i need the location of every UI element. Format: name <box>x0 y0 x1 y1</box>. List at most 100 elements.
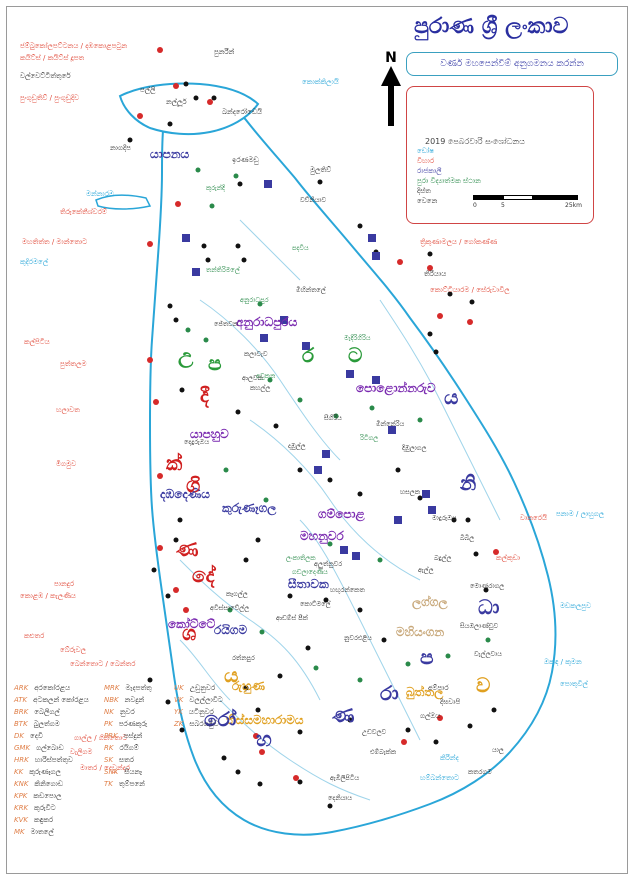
district-name: බෙලිගල් <box>34 708 60 716</box>
place-label: දෙදුරුඔය <box>184 438 209 446</box>
port-marker <box>157 47 163 53</box>
coastal-label: නාගදීප <box>110 144 131 152</box>
district-name: යටිනුවර <box>188 708 214 716</box>
jaffna-peninsula <box>118 82 260 136</box>
port-marker <box>147 357 153 363</box>
kingdom-letter: උ <box>178 343 194 369</box>
archaeological-marker <box>297 397 303 403</box>
capital-marker <box>192 268 200 276</box>
region-label: කුරුණෑගල <box>221 501 277 517</box>
capital-marker <box>394 516 402 524</box>
river <box>249 419 421 581</box>
district-code: ATK <box>14 696 28 704</box>
port-marker <box>183 607 189 613</box>
island-outline <box>149 86 557 836</box>
north-arrow: N <box>376 50 406 126</box>
archaeological-marker <box>485 637 491 643</box>
site-marker <box>427 331 433 337</box>
region-label: බුත්තල <box>406 685 444 701</box>
legend-box: ඩෝෂ විහාර රාජකාලී පුරා විද්‍යාත්මක ස්ථාන… <box>406 86 594 224</box>
river <box>239 219 301 281</box>
kingdom-letter: ය <box>444 385 458 409</box>
kingdom-letter: ශ <box>182 621 196 645</box>
coastal-label: ජම්බුකෝලපට්ටනය / දඹකොළපටුන <box>20 42 127 51</box>
region-label: රයිගම <box>214 623 247 637</box>
district-name: නවදුන් <box>124 696 145 704</box>
river <box>179 639 231 701</box>
site-marker <box>305 645 311 651</box>
river <box>199 299 341 461</box>
site-marker <box>473 551 479 557</box>
site-marker <box>193 95 199 101</box>
place-label: රත්නපුර <box>232 654 255 663</box>
region-label: මහනුවර <box>300 529 344 544</box>
coastal-label: වල්වෙට්ටිත්තුරේ <box>20 72 71 80</box>
kingdom-letter: රා <box>380 681 399 705</box>
kingdom-letter: දේ <box>192 563 217 588</box>
coastal-label: මාතර / දෙවුන්දර <box>80 764 131 773</box>
place-label: සියඹලාණ්ඩුව <box>460 622 499 631</box>
coastal-label: පුනරීන් <box>214 47 235 57</box>
port-marker <box>157 545 163 551</box>
site-marker <box>277 673 283 679</box>
district-name: බුලත්ගම <box>33 720 60 728</box>
site-marker <box>427 251 433 257</box>
place-label: මාදුරුඔය <box>432 514 457 522</box>
district-code: KPK <box>14 792 28 800</box>
coastal-label: තිරියාය <box>424 269 446 278</box>
river <box>219 699 371 801</box>
coastal-label: කුදිරමලේ <box>20 258 49 266</box>
capital-marker <box>372 252 380 260</box>
site-marker <box>177 517 183 523</box>
coastal-label: කොට්ටියාරම / සේරුවාවිල <box>430 286 510 294</box>
kingdom-letter: ණ <box>176 537 199 561</box>
place-label: දෙනියාය <box>328 794 352 802</box>
district-name: සතර <box>119 756 134 764</box>
kingdom-letter: ක් <box>166 451 183 475</box>
river <box>379 299 501 521</box>
kingdom-letter: ගි <box>186 473 200 497</box>
port-marker <box>137 113 143 119</box>
site-marker <box>483 587 489 593</box>
site-marker <box>469 299 475 305</box>
site-marker <box>297 779 303 785</box>
district-code: NK <box>104 708 114 716</box>
district-code: DK <box>14 732 24 740</box>
map-subtitle: වර්ණ මහපෙන්වීම් අනුගමනය කරන්න <box>406 52 618 76</box>
site-marker <box>165 699 171 705</box>
site-marker <box>273 423 279 429</box>
port-marker <box>293 775 299 781</box>
coastal-label: පානදුර <box>54 580 75 588</box>
place-label: යාල <box>492 746 504 754</box>
site-marker <box>357 607 363 613</box>
legend-row: දිස්ත <box>417 187 431 195</box>
legend-title: 2019 පෙබරවාරි සංශෝධනය <box>425 137 525 146</box>
north-label: N <box>385 50 397 66</box>
site-marker <box>491 707 497 713</box>
coastal-label: වැලිගම <box>70 748 92 756</box>
archaeological-marker <box>227 607 233 613</box>
scale-segment <box>503 195 533 200</box>
region-label: තිස්සමහාරාමය <box>226 713 304 727</box>
region-label: යාපනය <box>150 147 189 161</box>
capital-marker <box>388 426 396 434</box>
place-label: අවුකන <box>256 372 276 381</box>
port-marker <box>437 313 443 319</box>
coastal-label: කොළඹ / කැලණිය <box>20 592 76 600</box>
river <box>179 559 321 701</box>
port-marker <box>207 99 213 105</box>
site-marker <box>235 769 241 775</box>
coastal-label: වාකරෙයි <box>520 514 547 522</box>
archaeological-marker <box>209 203 215 209</box>
district-code: HRK <box>14 756 29 764</box>
site-marker <box>433 349 439 355</box>
region-label: ම​හියංගන <box>396 625 444 639</box>
place-label: එම්බැක්ක <box>370 748 397 756</box>
site-marker <box>451 517 457 523</box>
